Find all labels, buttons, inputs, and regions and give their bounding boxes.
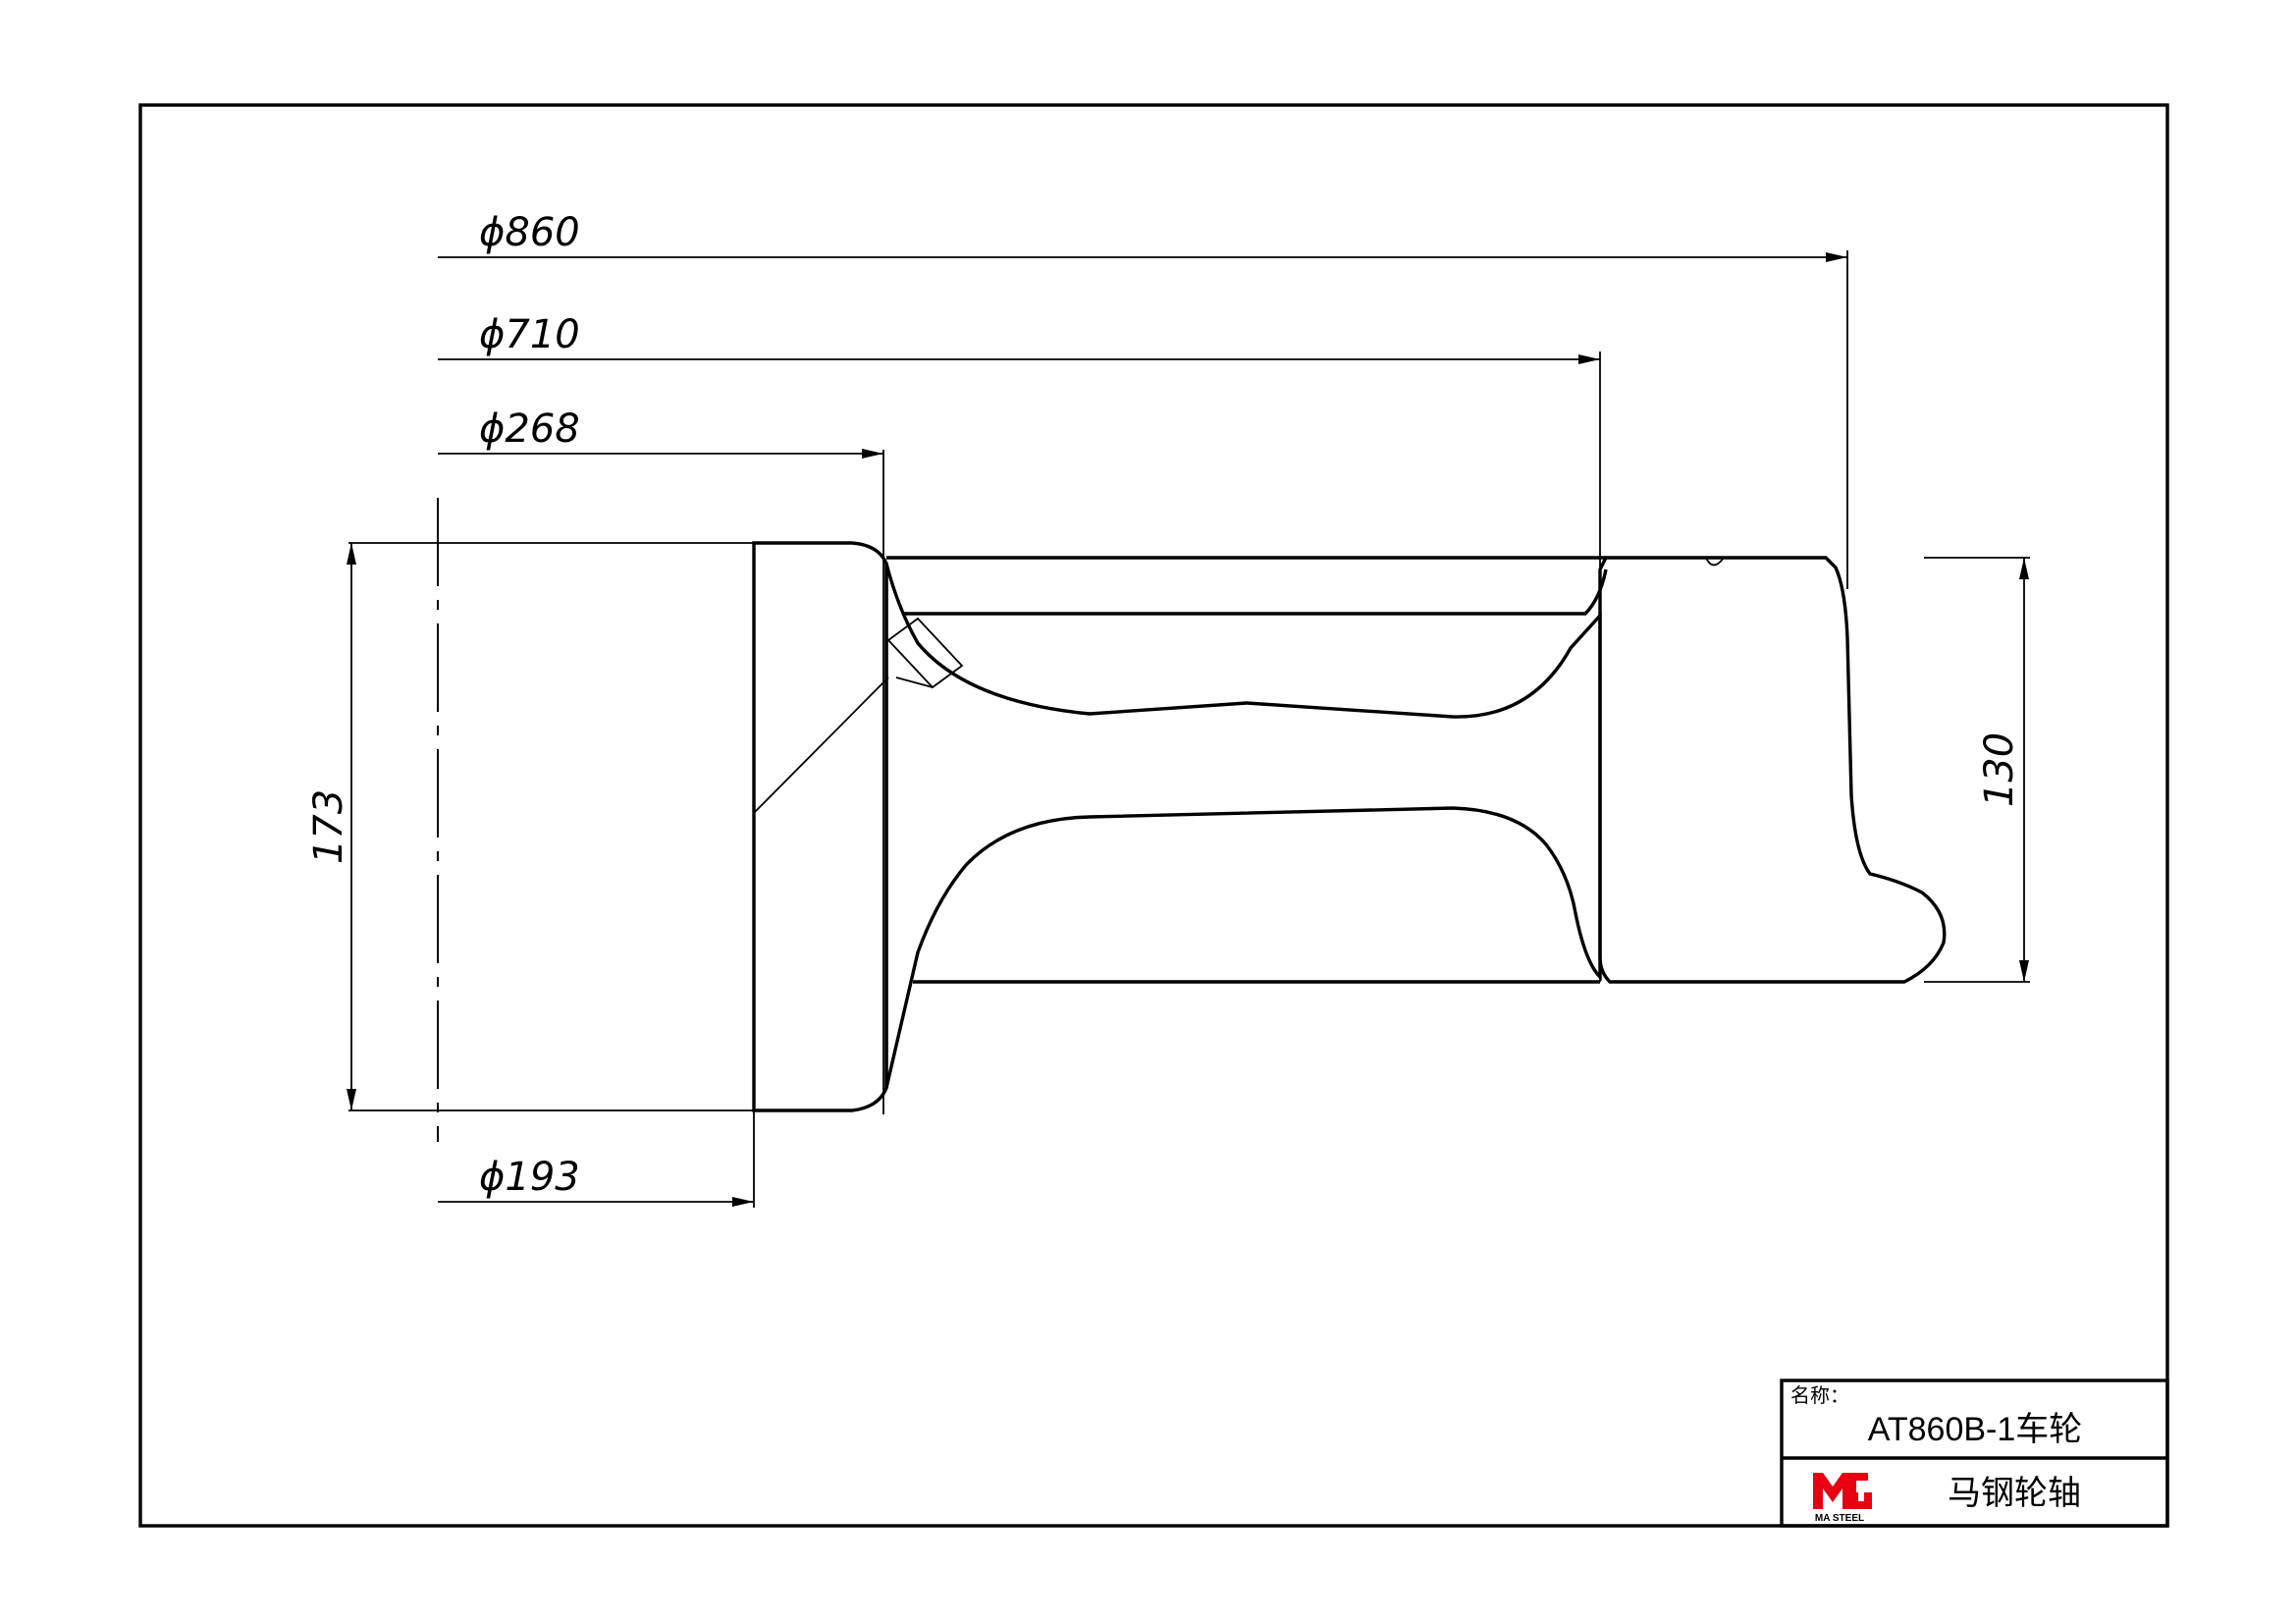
rim-groove-line [886,556,1608,984]
extension-lines [348,250,2030,1208]
dim-label-130: 130 [1977,732,2022,807]
rim-notch [1705,557,1725,567]
bore-groove [753,617,964,814]
dim-label-710: ϕ710 [479,312,580,357]
title-block: 名称： AT860B-1车轮 MA STEEL 马钢轮轴 [1780,1379,2169,1528]
hub-section [752,541,888,1112]
dim-label-268: ϕ268 [479,406,580,452]
dim-label-173: 173 [306,789,351,864]
rim-section [1598,556,1947,984]
drawing-border [138,103,2169,1528]
dimension-lines [347,252,2029,1207]
logo-text: MA STEEL [1815,1513,1864,1524]
masteel-logo: MA STEEL [1813,1473,1872,1524]
company-name: 马钢轮轴 [1948,1475,2081,1512]
web-section [884,563,1602,1089]
part-name: AT860B-1车轮 [1868,1411,2083,1448]
name-label: 名称： [1790,1384,1849,1407]
wheel-cross-section [752,541,1947,1112]
dim-label-860: ϕ860 [479,210,580,255]
dim-label-193: ϕ193 [479,1155,580,1200]
